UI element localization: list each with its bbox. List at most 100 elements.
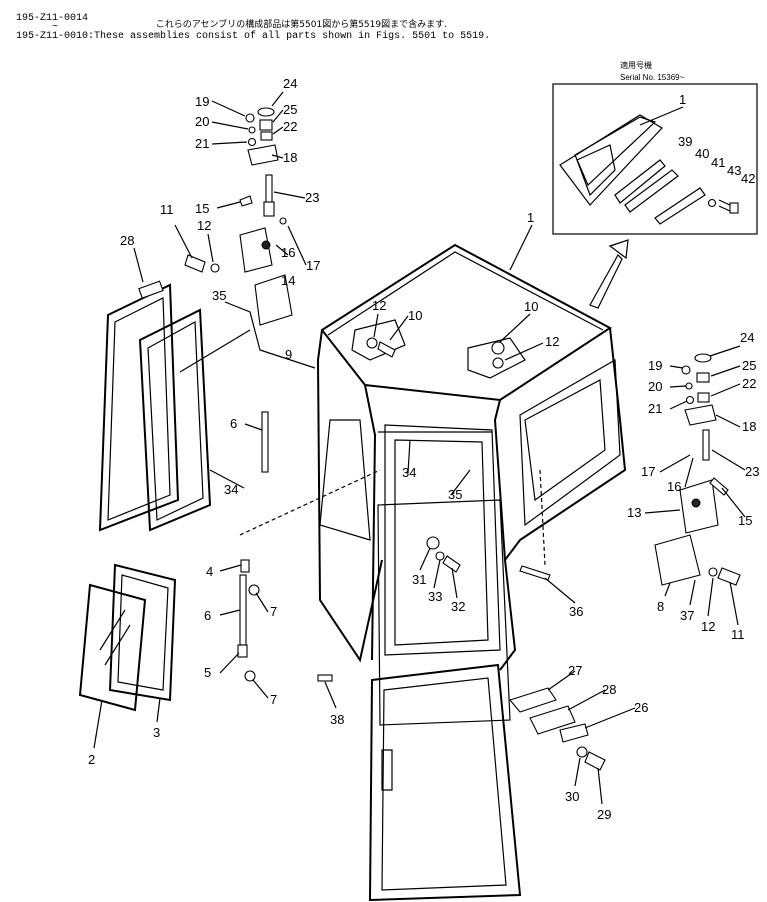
callout: 25 xyxy=(742,358,756,373)
leader-lines xyxy=(93,91,746,805)
callout: 20 xyxy=(648,379,662,394)
callout: 24 xyxy=(740,330,754,345)
rod-6-upper xyxy=(261,411,269,473)
callout: 20 xyxy=(195,114,209,129)
lock-31 xyxy=(426,536,440,550)
callout: 16 xyxy=(667,479,681,494)
callout: 17 xyxy=(306,258,320,273)
right-side-window xyxy=(519,358,621,527)
callout: 2 xyxy=(88,752,95,767)
shaft-23-r xyxy=(702,429,710,461)
callout: 35 xyxy=(212,288,226,303)
front-door xyxy=(368,431,522,902)
cab-roof xyxy=(320,243,612,402)
callout: 33 xyxy=(428,589,442,604)
bracket-5 xyxy=(237,644,248,658)
window-frame-3 xyxy=(108,563,177,702)
cab-body xyxy=(316,243,627,671)
inset-label-42: 42 xyxy=(741,171,755,186)
callout: 28 xyxy=(120,233,134,248)
door-panel xyxy=(368,663,522,902)
callout: 14 xyxy=(281,273,295,288)
washer-20 xyxy=(248,126,256,134)
callout: 9 xyxy=(285,347,292,362)
screw-32 xyxy=(442,555,461,573)
washer-21 xyxy=(247,137,257,147)
inset-label-41: 41 xyxy=(711,155,725,170)
door-seal-34-front xyxy=(377,499,511,726)
washer-12-r xyxy=(708,567,718,577)
callout: 12 xyxy=(701,619,715,634)
callout: 35 xyxy=(448,487,462,502)
header-tilde: ~ xyxy=(40,11,58,33)
callout: 21 xyxy=(195,136,209,151)
inset-label-40: 40 xyxy=(695,146,709,161)
bolt-7-lower xyxy=(244,670,256,682)
callout: 30 xyxy=(565,789,579,804)
inset-roof-panel xyxy=(574,116,657,187)
bolt-7-upper xyxy=(248,584,260,596)
stay-assembly xyxy=(237,411,269,682)
rod-6 xyxy=(239,574,247,646)
front-door-inner xyxy=(394,439,489,646)
callout: 34 xyxy=(402,465,416,480)
callout: 15 xyxy=(195,201,209,216)
door-seal-34 xyxy=(138,308,212,532)
inset-strip-41 xyxy=(654,187,706,225)
inset-bolt-head xyxy=(729,202,739,214)
callout: 7 xyxy=(270,604,277,619)
callout: 3 xyxy=(153,725,160,740)
callout: 36 xyxy=(569,604,583,619)
inset-label-39: 39 xyxy=(678,134,692,149)
window-glass xyxy=(78,563,177,712)
inset-window xyxy=(576,144,616,197)
callout: 22 xyxy=(742,376,756,391)
inset-label-1: 1 xyxy=(679,92,686,107)
washer-33 xyxy=(435,551,445,561)
callout: 16 xyxy=(281,245,295,260)
header-line-1: 195-Z11-0014 xyxy=(4,2,88,24)
hatch-washer-left xyxy=(366,337,378,349)
door-seal-inner xyxy=(147,321,204,521)
callout: 18 xyxy=(283,150,297,165)
glass-shine xyxy=(99,609,131,666)
door-inner-panel xyxy=(107,297,171,521)
callout: 6 xyxy=(230,416,237,431)
shaft-23 xyxy=(265,174,273,206)
screw-19-r xyxy=(681,365,691,375)
inset-label-43: 43 xyxy=(727,163,741,178)
nut-22 xyxy=(260,131,273,141)
interior-panel xyxy=(524,379,606,502)
callout: 1 xyxy=(527,210,534,225)
hinge-14 xyxy=(239,227,273,273)
callout: 26 xyxy=(634,700,648,715)
bolt-11 xyxy=(184,254,206,273)
inset-pointer-arrow xyxy=(589,239,629,309)
callout: 29 xyxy=(597,807,611,822)
cab-front-right-edge xyxy=(493,399,517,671)
callout-labels: 24 19 25 20 22 21 18 23 15 16 17 14 11 1… xyxy=(88,76,759,822)
jp-note: これらのアセンブリの構成部品は第5501図から第5519図まで含みます. xyxy=(155,20,447,30)
tilde: ~ xyxy=(52,22,59,33)
cab-right-side xyxy=(504,327,627,561)
latch-28 xyxy=(529,705,576,735)
callout: 38 xyxy=(330,712,344,727)
callout: 34 xyxy=(224,482,238,497)
cab-front-left-edge xyxy=(364,384,377,661)
bracket-4 xyxy=(240,559,250,573)
callout: 15 xyxy=(738,513,752,528)
hatch-bolt-left xyxy=(377,341,396,358)
handle-26 xyxy=(559,723,589,743)
left-side-window xyxy=(319,419,371,541)
cab-left-pillar xyxy=(316,329,383,663)
window-frame-inner xyxy=(117,574,169,691)
callout: 17 xyxy=(641,464,655,479)
roof-inner-edge xyxy=(327,251,604,336)
cap-24 xyxy=(257,107,275,117)
callout: 32 xyxy=(451,599,465,614)
callout: 25 xyxy=(283,102,297,117)
callout: 12 xyxy=(372,298,386,313)
callout: 28 xyxy=(602,682,616,697)
shaft-base xyxy=(263,201,275,217)
callout: 19 xyxy=(195,94,209,109)
